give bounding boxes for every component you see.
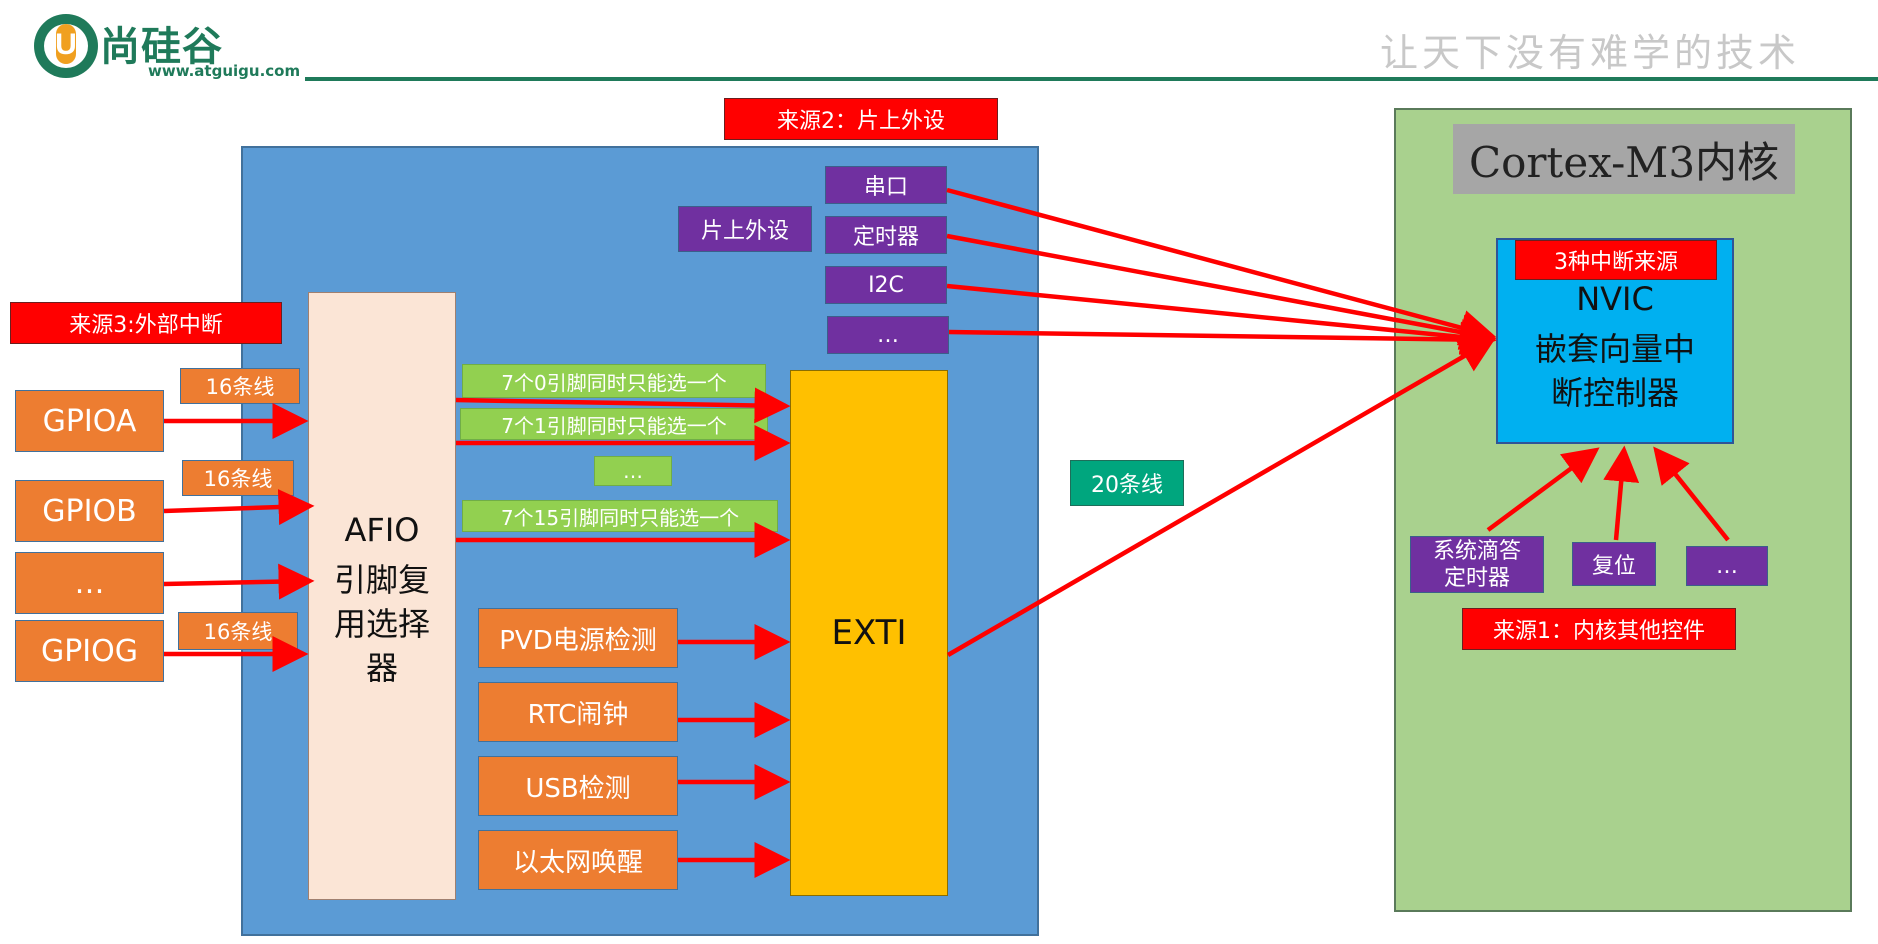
afio-desc-1: 引脚复 [333, 561, 430, 599]
nvic-sources-label: 3种中断来源 [1515, 240, 1717, 280]
gpiog-box: GPIOG [15, 620, 164, 682]
nvic-desc-1: 嵌套向量中 [1534, 330, 1695, 368]
systick-box: 系统滴答定时器 [1410, 536, 1544, 593]
onchip-label: 片上外设 [678, 206, 812, 252]
systick-label: 系统滴答定时器 [1432, 538, 1521, 591]
logo-u-icon: U [34, 14, 98, 78]
lines20-label: 20条线 [1070, 460, 1184, 506]
gpio-more-box: … [15, 552, 164, 614]
source2-label: 来源2：片上外设 [724, 98, 998, 140]
reset-box: 复位 [1572, 542, 1656, 586]
afio-title: AFIO [344, 511, 420, 549]
pin-select-more: … [594, 456, 672, 486]
pin-select-0: 7个0引脚同时只能选一个 [462, 364, 766, 398]
pvd-box: PVD电源检测 [478, 608, 678, 668]
lines16-label-a: 16条线 [180, 368, 300, 404]
source3-label: 来源3:外部中断 [10, 302, 282, 344]
afio-desc-2: 用选择 [333, 605, 430, 643]
logo-url: www.atguigu.com [148, 62, 301, 80]
exti-box: EXTI [790, 370, 948, 896]
ethernet-wakeup-box: 以太网唤醒 [478, 830, 678, 890]
lines16-label-g: 16条线 [178, 612, 298, 650]
nvic-title: NVIC [1576, 280, 1654, 318]
header-rule [305, 77, 1878, 81]
source1-label: 来源1：内核其他控件 [1462, 608, 1736, 650]
peripheral-uart: 串口 [825, 166, 947, 204]
rtc-box: RTC闹钟 [478, 682, 678, 742]
nvic-desc-2: 断控制器 [1550, 374, 1679, 412]
svg-text:U: U [55, 28, 77, 61]
core-more-box: … [1686, 546, 1768, 586]
gpioa-box: GPIOA [15, 390, 164, 452]
peripheral-timer: 定时器 [825, 216, 947, 254]
afio-box: AFIO 引脚复 用选择 器 [308, 292, 456, 900]
logo: U 尚硅谷 www.atguigu.com [30, 10, 300, 80]
pin-select-15: 7个15引脚同时只能选一个 [462, 500, 778, 532]
slogan: 让天下没有难学的技术 [1380, 31, 1801, 75]
afio-desc-3: 器 [365, 649, 398, 687]
gpiob-box: GPIOB [15, 480, 164, 542]
core-panel [1394, 108, 1852, 912]
logo-text: 尚硅谷 [100, 24, 223, 70]
pin-select-1: 7个1引脚同时只能选一个 [460, 408, 768, 440]
usb-box: USB检测 [478, 756, 678, 816]
lines16-label-b: 16条线 [182, 460, 294, 496]
peripheral-more: … [827, 316, 949, 354]
core-title: Cortex-M3内核 [1453, 124, 1795, 194]
peripheral-i2c: I2C [825, 266, 947, 304]
